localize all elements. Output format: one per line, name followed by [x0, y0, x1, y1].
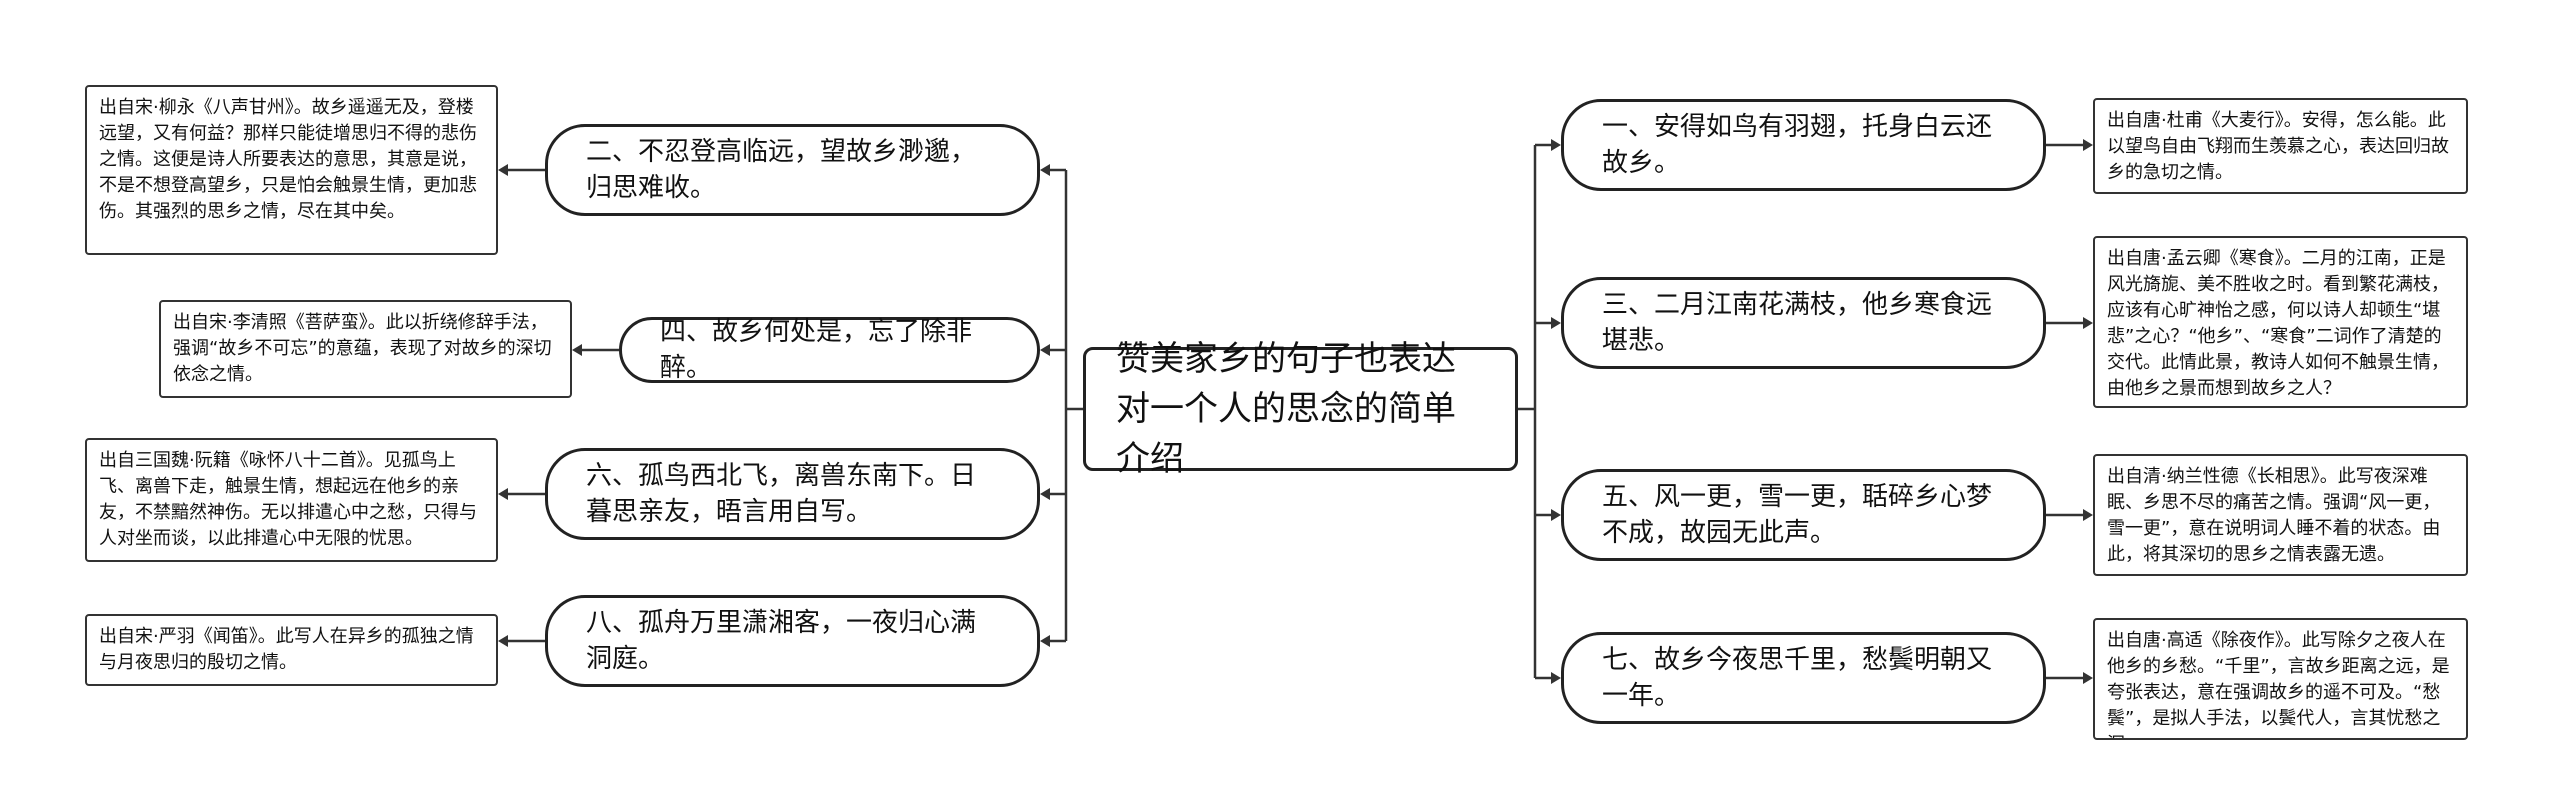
- arrow-note-left-1: [498, 164, 508, 176]
- central-topic-text: 赞美家乡的句子也表达对一个人的思念的简单介绍: [1116, 339, 1456, 479]
- right-trunk-line: [1518, 145, 1537, 678]
- arrow-note-left-2: [572, 344, 582, 356]
- arrow-note-right-4: [2083, 672, 2093, 684]
- arrow-note-right-1: [2083, 139, 2093, 151]
- branch-left-2[interactable]: 四、故乡何处是，忘了除非醉。: [619, 317, 1040, 383]
- branch-right-1[interactable]: 一、安得如鸟有羽翅，托身白云还故乡。: [1561, 99, 2046, 191]
- arrow-right-2: [1551, 317, 1561, 329]
- branch-right-2[interactable]: 三、二月江南花满枝，他乡寒食远堪悲。: [1561, 277, 2046, 369]
- note-right-3[interactable]: 出自清·纳兰性德《长相思》。此写夜深难眠、乡思不尽的痛苦之情。强调“风一更，雪一…: [2093, 454, 2468, 576]
- note-text: 出自唐·孟云卿《寒食》。二月的江南，正是风光旖旎、美不胜收之时。看到繁花满枝，应…: [2107, 248, 2449, 399]
- note-text: 出自清·纳兰性德《长相思》。此写夜深难眠、乡思不尽的痛苦之情。强调“风一更，雪一…: [2107, 466, 2441, 565]
- note-text: 出自唐·杜甫《大麦行》。安得，怎么能。此以望鸟自由飞翔而生羡慕之心，表达回归故乡…: [2107, 110, 2449, 183]
- branch-text: 二、不忍登高临远，望故乡渺邈，归思难收。: [586, 137, 977, 203]
- note-text: 出自三国魏·阮籍《咏怀八十二首》。见孤鸟上飞、离兽下走，触景生情，想起远在他乡的…: [99, 450, 477, 549]
- note-left-4[interactable]: 出自宋·严羽《闻笛》。此写人在异乡的孤独之情与月夜思归的殷切之情。: [85, 614, 498, 686]
- arrow-note-right-3: [2083, 509, 2093, 521]
- arrow-left-2: [1040, 344, 1050, 356]
- arrow-left-3: [1040, 488, 1050, 500]
- arrow-note-left-3: [498, 488, 508, 500]
- branch-text: 六、孤鸟西北飞，离兽东南下。日暮思亲友，晤言用自写。: [586, 461, 977, 527]
- branch-left-1[interactable]: 二、不忍登高临远，望故乡渺邈，归思难收。: [545, 124, 1040, 216]
- branch-left-4[interactable]: 八、孤舟万里潇湘客，一夜归心满洞庭。: [545, 595, 1040, 687]
- branch-text: 五、风一更，雪一更，聒碎乡心梦不成，故园无此声。: [1602, 482, 1993, 548]
- branch-text: 七、故乡今夜思千里，愁鬓明朝又一年。: [1602, 645, 1993, 711]
- note-left-1[interactable]: 出自宋·柳永《八声甘州》。故乡遥遥无及，登楼远望，又有何益？那样只能徒增思归不得…: [85, 85, 498, 255]
- arrow-right-4: [1551, 672, 1561, 684]
- branch-text: 八、孤舟万里潇湘客，一夜归心满洞庭。: [586, 608, 977, 674]
- note-text: 出自宋·李清照《菩萨蛮》。此以折绕修辞手法，强调“故乡不可忘”的意蕴，表现了对故…: [173, 312, 552, 385]
- arrow-note-left-4: [498, 635, 508, 647]
- note-right-1[interactable]: 出自唐·杜甫《大麦行》。安得，怎么能。此以望鸟自由飞翔而生羡慕之心，表达回归故乡…: [2093, 98, 2468, 194]
- arrow-left-1: [1040, 164, 1050, 176]
- arrow-right-3: [1551, 509, 1561, 521]
- branch-text: 三、二月江南花满枝，他乡寒食远堪悲。: [1602, 290, 1993, 356]
- branch-text: 一、安得如鸟有羽翅，托身白云还故乡。: [1602, 112, 1993, 178]
- note-right-2[interactable]: 出自唐·孟云卿《寒食》。二月的江南，正是风光旖旎、美不胜收之时。看到繁花满枝，应…: [2093, 236, 2468, 408]
- note-text: 出自唐·高适《除夜作》。此写除夕之夜人在他乡的乡愁。“千里”，言故乡距离之远，是…: [2107, 630, 2450, 738]
- central-topic[interactable]: 赞美家乡的句子也表达对一个人的思念的简单介绍: [1083, 339, 1518, 479]
- note-text: 出自宋·严羽《闻笛》。此写人在异乡的孤独之情与月夜思归的殷切之情。: [99, 626, 474, 673]
- branch-right-3[interactable]: 五、风一更，雪一更，聒碎乡心梦不成，故园无此声。: [1561, 469, 2046, 561]
- arrow-right-1: [1551, 139, 1561, 151]
- note-left-2[interactable]: 出自宋·李清照《菩萨蛮》。此以折绕修辞手法，强调“故乡不可忘”的意蕴，表现了对故…: [159, 300, 572, 398]
- note-text: 出自宋·柳永《八声甘州》。故乡遥遥无及，登楼远望，又有何益？那样只能徒增思归不得…: [99, 97, 477, 222]
- branch-right-4[interactable]: 七、故乡今夜思千里，愁鬓明朝又一年。: [1561, 632, 2046, 724]
- note-left-3[interactable]: 出自三国魏·阮籍《咏怀八十二首》。见孤鸟上飞、离兽下走，触景生情，想起远在他乡的…: [85, 438, 498, 562]
- note-right-4[interactable]: 出自唐·高适《除夜作》。此写除夕之夜人在他乡的乡愁。“千里”，言故乡距离之远，是…: [2093, 618, 2468, 740]
- branch-text: 四、故乡何处是，忘了除非醉。: [660, 317, 973, 383]
- branch-left-3[interactable]: 六、孤鸟西北飞，离兽东南下。日暮思亲友，晤言用自写。: [545, 448, 1040, 540]
- arrow-left-4: [1040, 635, 1050, 647]
- arrow-note-right-2: [2083, 317, 2093, 329]
- left-trunk-line: [1064, 170, 1083, 641]
